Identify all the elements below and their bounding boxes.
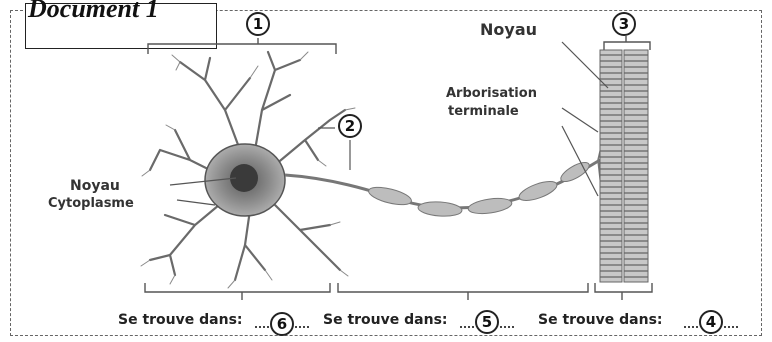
marker-3: 3: [612, 12, 636, 36]
footer-middle-blank-trail: [500, 326, 514, 328]
footer-right-blank: [684, 326, 698, 328]
footer-middle-blank: [460, 326, 474, 328]
label-cytoplasme: Cytoplasme: [48, 196, 134, 211]
myelin-sheath: [367, 159, 592, 218]
label-arborisation-line1: Arborisation: [446, 86, 537, 101]
marker-4: 4: [699, 310, 723, 334]
bottom-brackets: [145, 283, 652, 300]
marker-2: 2: [338, 114, 362, 138]
label-arborisation-line2: terminale: [448, 104, 519, 119]
label-noyau-left: Noyau: [70, 178, 120, 194]
footer-left-text: Se trouve dans:: [118, 312, 243, 328]
marker-5: 5: [475, 310, 499, 334]
footer-left-blank: [255, 326, 269, 328]
muscle-fibers: [600, 50, 648, 282]
marker-6: 6: [270, 312, 294, 336]
footer-left-blank-trail: [295, 326, 309, 328]
footer-right-text: Se trouve dans:: [538, 312, 663, 328]
footer-right-blank-trail: [724, 326, 738, 328]
footer-middle-text: Se trouve dans:: [323, 312, 448, 328]
bracket-3: [604, 36, 650, 50]
marker-1: 1: [246, 12, 270, 36]
label-noyau-right: Noyau: [480, 20, 537, 39]
